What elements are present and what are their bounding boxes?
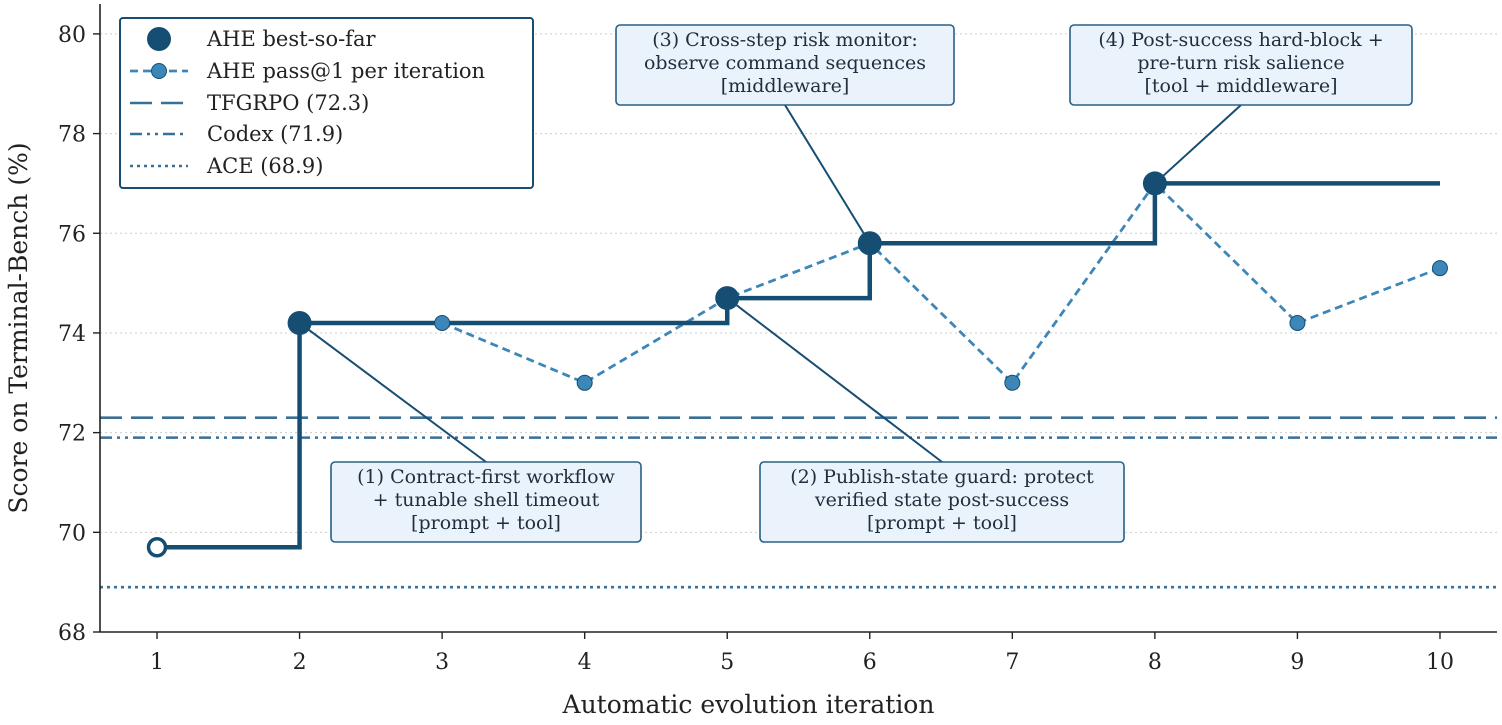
y-tick-label-72: 72 [58, 422, 86, 447]
y-tick-label-74: 74 [58, 322, 86, 347]
annotation-box-3 [615, 24, 955, 106]
annotation-3: (3) Cross-step risk monitor:observe comm… [615, 24, 955, 244]
legend-item-codex: Codex (71.9) [130, 122, 343, 146]
pass-at-1-point-10 [1431, 260, 1448, 277]
legend: AHE best-so-far AHE pass@1 per iteration… [119, 17, 534, 189]
annotation-1: (1) Contract-first workflow+ tunable she… [298, 322, 642, 543]
y-tick-label-68: 68 [58, 621, 86, 646]
x-axis-label: Automatic evolution iteration [562, 690, 935, 719]
x-tick-label-7: 7 [1005, 650, 1019, 675]
x-tick-label-1: 1 [150, 650, 164, 675]
annotation-text-1-1: (1) Contract-first workflow [357, 466, 615, 488]
y-tick-label-78: 78 [58, 123, 86, 148]
legend-label-best-so-far: AHE best-so-far [206, 27, 376, 51]
legend-item-ace: ACE (68.9) [130, 154, 323, 178]
legend-label-ace: ACE (68.9) [206, 154, 323, 178]
legend-marker-pass-at-1 [151, 63, 167, 79]
legend-marker-best-so-far [147, 27, 171, 51]
legend-item-best-so-far: AHE best-so-far [147, 27, 376, 51]
annotation-2: (2) Publish-state guard: protectverified… [726, 297, 1125, 543]
best-so-far-point-2 [287, 310, 312, 335]
x-tick-label-8: 8 [1148, 650, 1162, 675]
best-so-far-point-5 [715, 286, 740, 311]
annotation-arrow-1 [298, 322, 487, 463]
y-tick-label-70: 70 [58, 521, 86, 546]
legend-label-codex: Codex (71.9) [207, 122, 343, 146]
annotation-box-1 [330, 461, 642, 543]
y-tick-label-80: 80 [58, 23, 86, 48]
x-tick-label-10: 10 [1426, 650, 1454, 675]
y-tick-label-76: 76 [58, 222, 86, 247]
annotation-arrow-4 [1154, 104, 1242, 185]
x-tick-label-9: 9 [1290, 650, 1304, 675]
pass-at-1-point-4 [576, 374, 593, 391]
annotation-text-4-2: pre-turn risk salience [1137, 52, 1344, 74]
annotation-4: (4) Post-success hard-block +pre-turn ri… [1069, 24, 1413, 185]
annotation-box-4 [1069, 24, 1413, 106]
y-axis-label: Score on Terminal-Bench (%) [4, 142, 33, 513]
best-so-far-point-6 [857, 231, 882, 256]
x-tick-label-2: 2 [293, 650, 307, 675]
baseline-lines [100, 416, 1497, 589]
x-tick-label-4: 4 [578, 650, 592, 675]
annotation-text-3-1: (3) Cross-step risk monitor: [652, 29, 918, 51]
legend-item-tfgrpo: TFGRPO (72.3) [130, 91, 369, 115]
annotation-text-2-3: [prompt + tool] [867, 512, 1017, 534]
legend-label-tfgrpo: TFGRPO (72.3) [207, 91, 369, 115]
pass-at-1-point-9 [1289, 314, 1306, 331]
best-so-far-point-8 [1142, 171, 1167, 196]
annotations: (1) Contract-first workflow+ tunable she… [298, 24, 1413, 543]
annotation-text-1-2: + tunable shell timeout [373, 489, 600, 511]
annotation-text-3-2: observe command sequences [644, 52, 926, 74]
series-markers [146, 171, 1448, 558]
annotation-arrow-3 [784, 104, 871, 244]
x-tick-label-6: 6 [863, 650, 877, 675]
pass-at-1-point-7 [1004, 374, 1021, 391]
annotation-text-3-3: [middleware] [721, 75, 849, 97]
best-so-far-point-1 [146, 537, 168, 558]
legend-item-pass-at-1: AHE pass@1 per iteration [130, 59, 485, 83]
axes [99, 4, 1497, 633]
annotation-box-2 [759, 461, 1125, 543]
pass-at-1-point-3 [434, 314, 451, 331]
legend-label-pass-at-1: AHE pass@1 per iteration [206, 59, 485, 83]
annotation-text-2-2: verified state post-success [814, 489, 1069, 511]
annotation-arrow-2 [726, 297, 943, 463]
annotation-text-1-3: [prompt + tool] [411, 512, 561, 534]
x-tick-label-5: 5 [720, 650, 734, 675]
annotation-text-2-1: (2) Publish-state guard: protect [790, 466, 1094, 488]
annotation-text-4-1: (4) Post-success hard-block + [1098, 29, 1383, 51]
x-tick-label-3: 3 [435, 650, 449, 675]
annotation-text-4-3: [tool + middleware] [1144, 75, 1337, 97]
legend-box [119, 17, 534, 189]
